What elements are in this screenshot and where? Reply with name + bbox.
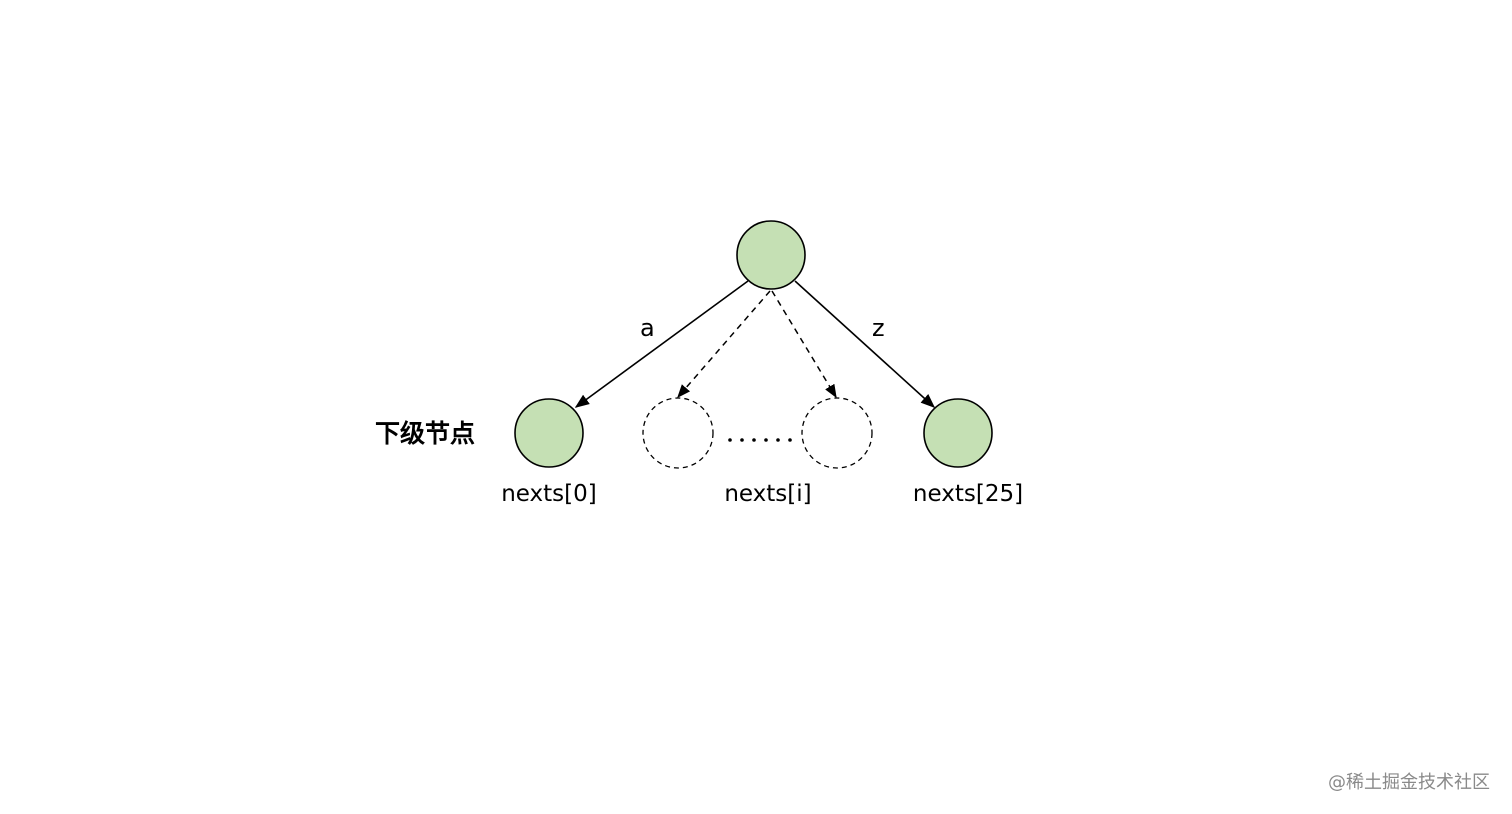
level-label: 下级节点 [375, 419, 475, 448]
node-label-middle: nexts[i] [724, 481, 811, 507]
root-node [736, 220, 806, 290]
watermark: @稀土掘金技术社区 [1328, 772, 1490, 793]
ellipsis-dots [728, 438, 792, 442]
edge-a [574, 280, 749, 408]
node-label-first: nexts[0] [501, 481, 597, 507]
child-node-last [923, 398, 993, 468]
edge-label-z: z [872, 314, 885, 342]
child-node-placeholder-right [801, 397, 873, 469]
child-node-placeholder-left [642, 397, 714, 469]
node-label-last: nexts[25] [913, 481, 1023, 507]
child-node-first [514, 398, 584, 468]
edge-label-a: a [640, 314, 655, 342]
edge-dashed-left [677, 290, 771, 399]
edge-z [794, 280, 936, 408]
edge-dashed-right [771, 290, 837, 399]
